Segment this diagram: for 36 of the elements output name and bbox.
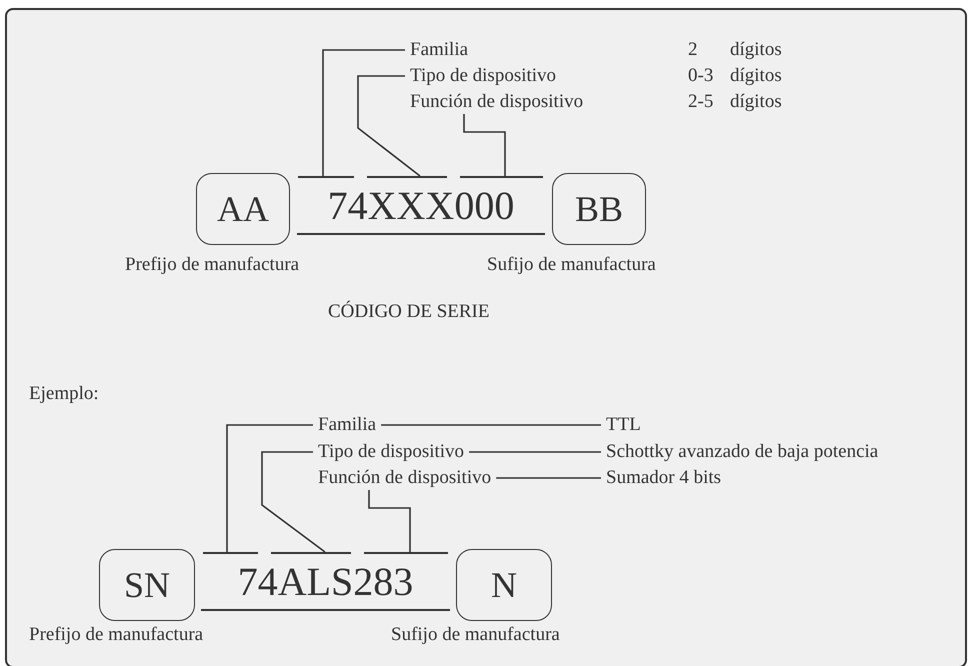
digit-count: 2-5 (687, 90, 714, 114)
leader-line (226, 424, 313, 552)
leader-line (368, 490, 411, 552)
node-label: Sufijo de manufactura (390, 623, 561, 647)
node-label: Sufijo de manufactura (486, 253, 657, 277)
series-code: 74ALS283 (201, 559, 450, 611)
leader-line (469, 451, 601, 453)
code-box: SN (99, 549, 195, 621)
section-heading: Ejemplo: (28, 382, 100, 406)
digit-count: 0-3 (687, 64, 714, 88)
field-name: Tipo de dispositivo (313, 440, 470, 464)
leader-line (322, 49, 405, 176)
field-name: Familia (405, 38, 474, 62)
digit-unit: dígitos (729, 38, 783, 62)
series-code: 74XXX000 (297, 183, 545, 235)
field-name: Función de dispositivo (405, 90, 588, 114)
leader-line (357, 75, 420, 177)
code-box: AA (196, 173, 290, 245)
section-title: CÓDIGO DE SERIE (327, 300, 490, 324)
digit-unit: dígitos (729, 64, 783, 88)
leader-line (381, 424, 601, 426)
leader-line (261, 451, 326, 553)
leader-line (496, 477, 601, 479)
code-box: N (456, 549, 552, 621)
digit-count: 2 (687, 38, 698, 62)
field-name: Sumador 4 bits (601, 466, 726, 490)
code-box: BB (552, 173, 646, 245)
field-name: TTL (601, 413, 646, 437)
field-name: Schottky avanzado de baja potencia (601, 440, 884, 464)
node-label: Prefijo de manufactura (28, 623, 204, 647)
node-label: Prefijo de manufactura (124, 253, 300, 277)
leader-line (463, 114, 506, 176)
field-name: Familia (313, 413, 382, 437)
field-name: Función de dispositivo (313, 466, 496, 490)
field-name: Tipo de dispositivo (405, 64, 562, 88)
digit-unit: dígitos (729, 90, 783, 114)
